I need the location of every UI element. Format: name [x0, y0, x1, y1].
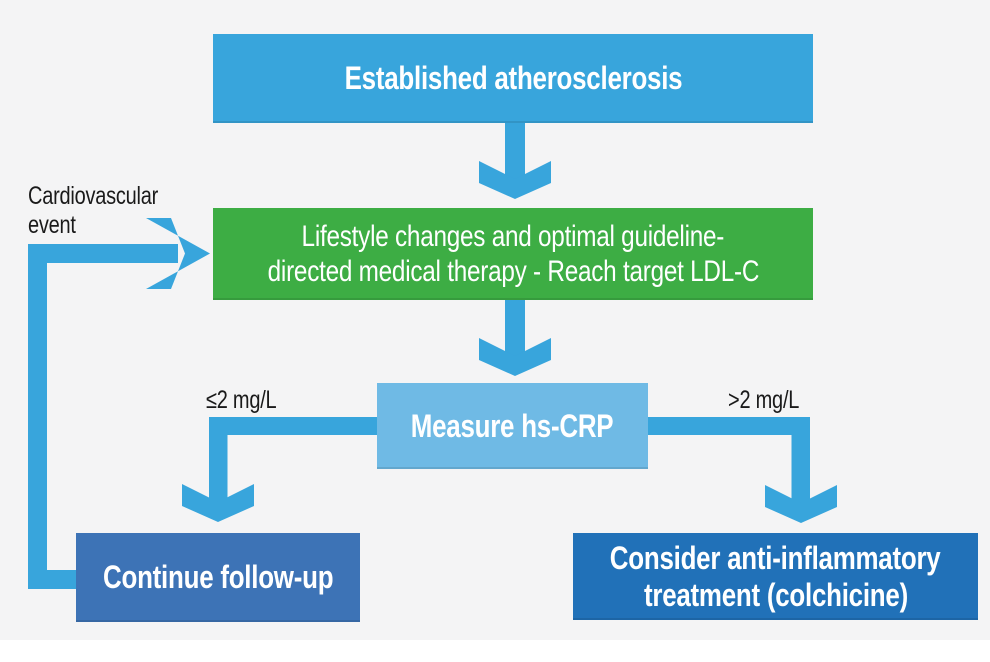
page-bottom-margin — [0, 640, 990, 662]
node-established-label: Established atherosclerosis — [344, 60, 682, 96]
cardiovascular-label-line2: event — [28, 211, 76, 239]
connector-measure-to-followup — [182, 417, 379, 522]
node-antiinflammatory-treatment: Consider anti-inflammatory treatment (co… — [573, 533, 978, 620]
node-measure-hscrp: Measure hs-CRP — [377, 383, 648, 469]
node-established-atherosclerosis: Established atherosclerosis — [213, 34, 813, 123]
arrow-lifestyle-to-measure — [479, 299, 551, 376]
edge-label-hscrp-low: ≤2 mg/L — [206, 386, 277, 414]
arrow-established-to-lifestyle — [479, 122, 551, 199]
node-treatment-line1: Consider anti-inflammatory — [610, 539, 941, 576]
cardiovascular-label-line1: Cardiovascular — [28, 182, 159, 210]
arrow-cardiovascular-event-head — [146, 218, 210, 289]
node-lifestyle-therapy: Lifestyle changes and optimal guideline-… — [213, 208, 813, 300]
feedback-loop-line — [28, 244, 178, 589]
node-lifestyle-line2: directed medical therapy - Reach target … — [267, 255, 759, 288]
node-followup-label: Continue follow-up — [102, 559, 334, 595]
node-treatment-line2: treatment (colchicine) — [643, 576, 908, 613]
node-measure-label: Measure hs-CRP — [411, 407, 614, 444]
node-continue-followup: Continue follow-up — [76, 533, 360, 622]
edge-label-cardiovascular-event: Cardiovascular event — [28, 182, 158, 240]
connector-measure-to-treatment — [646, 417, 837, 523]
edge-label-hscrp-high: >2 mg/L — [728, 386, 800, 414]
node-lifestyle-line1: Lifestyle changes and optimal guideline- — [301, 220, 725, 253]
